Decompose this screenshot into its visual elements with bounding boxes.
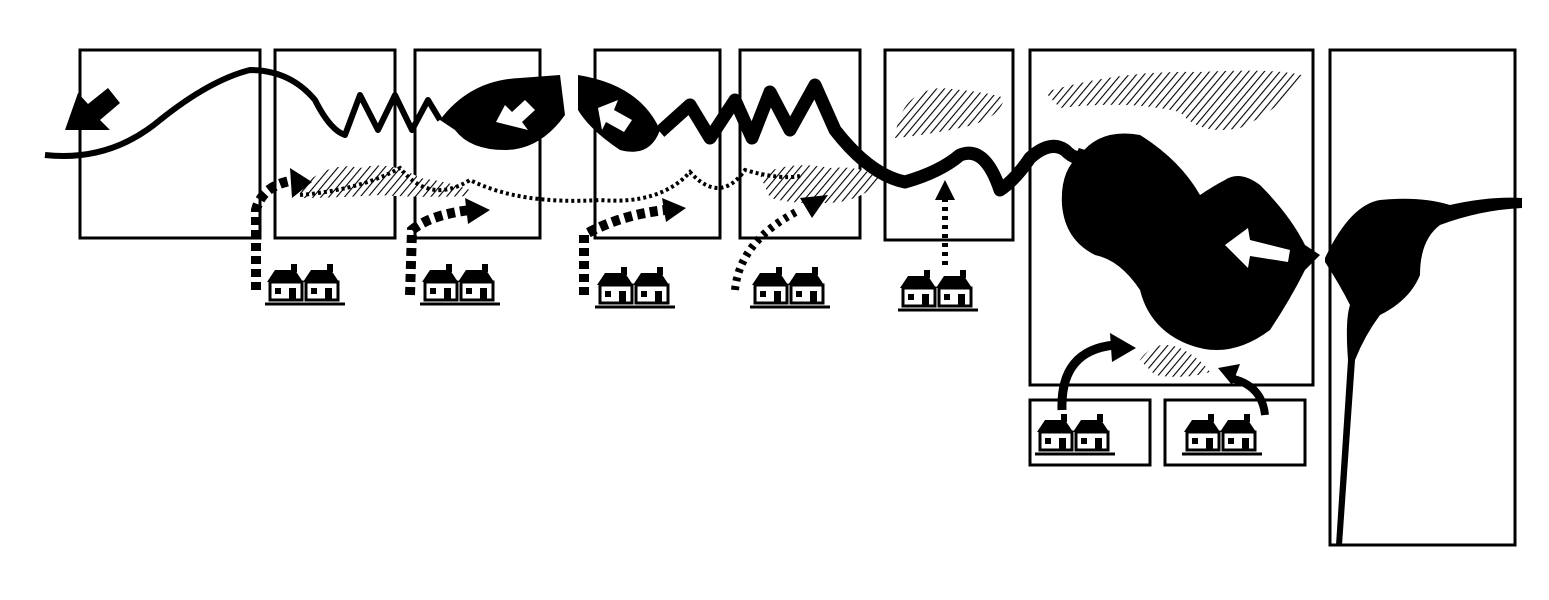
pipe-2: [405, 205, 471, 296]
hatch-region: [760, 165, 880, 204]
stream-path: [44, 67, 443, 159]
arrow-icon: [1110, 333, 1136, 362]
panel-frame: [593, 48, 722, 240]
panel-frame: [883, 48, 1015, 242]
arrow-icon: [496, 100, 535, 130]
panel-frame: [1028, 48, 1315, 387]
house-icon: [1182, 414, 1262, 454]
pipe-7: [1228, 374, 1269, 416]
pipe-6: [1057, 340, 1116, 411]
arrow-icon: [800, 195, 828, 218]
house-icon: [420, 264, 500, 304]
panel-frame: [738, 48, 862, 240]
hatch-region: [895, 88, 1004, 138]
house-icon: [265, 264, 345, 304]
house-icon: [898, 270, 978, 310]
panel-frame: [78, 48, 262, 240]
pipe-4: [731, 206, 802, 291]
arrow-icon: [598, 100, 632, 132]
panel-frames: [78, 48, 1517, 547]
arrow-icon: [290, 168, 312, 198]
main-stream: [44, 67, 1522, 546]
panel-frame: [1028, 398, 1152, 467]
hatch-region: [1045, 70, 1305, 130]
discharge-pipes: [251, 175, 1269, 416]
pipe-1: [251, 175, 296, 290]
arrow-icon: [465, 198, 490, 224]
flow-arrows: [65, 88, 1290, 268]
panel-frame: [413, 48, 542, 240]
stream-path: [1325, 197, 1522, 546]
hatch-regions: [300, 70, 1305, 377]
arrow-icon: [1218, 364, 1240, 385]
house-icon: [750, 267, 830, 307]
pipe-arrowheads: [290, 168, 1240, 385]
stream-path: [1061, 133, 1320, 350]
panel-frame: [273, 48, 397, 240]
hatch-region: [1140, 344, 1210, 377]
pipe-3: [579, 205, 666, 295]
stream-path: [655, 78, 1092, 197]
panel-frame: [1163, 398, 1307, 467]
secondary-stream: [299, 165, 801, 203]
arrow-icon: [662, 198, 686, 222]
house-icon: [595, 267, 675, 307]
arrow-icon: [1225, 228, 1290, 268]
arrow-icon: [935, 180, 955, 200]
panel-frame: [1328, 48, 1517, 547]
arrow-icon: [65, 88, 120, 130]
house-icon: [1035, 414, 1115, 454]
